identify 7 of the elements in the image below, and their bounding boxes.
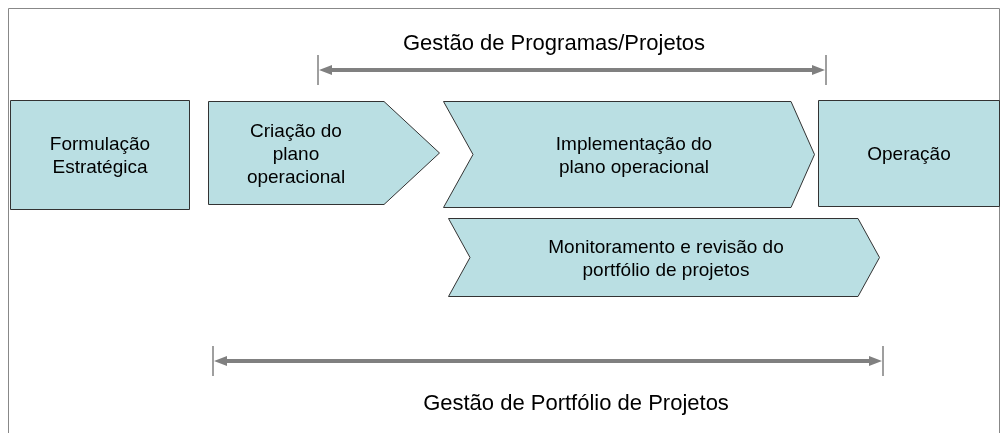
span-label: Gestão de Programas/Projetos: [403, 30, 705, 56]
span-label: Gestão de Portfólio de Projetos: [423, 390, 729, 416]
node-label: Implementação do plano operacional: [554, 131, 714, 178]
node-label: Criação do plano operacional: [245, 118, 347, 188]
node-label: Formulação Estratégica: [48, 132, 152, 178]
node-label: Monitoramento e revisão do portfólio de projetos: [547, 234, 785, 281]
node-label: Operação: [867, 142, 951, 165]
